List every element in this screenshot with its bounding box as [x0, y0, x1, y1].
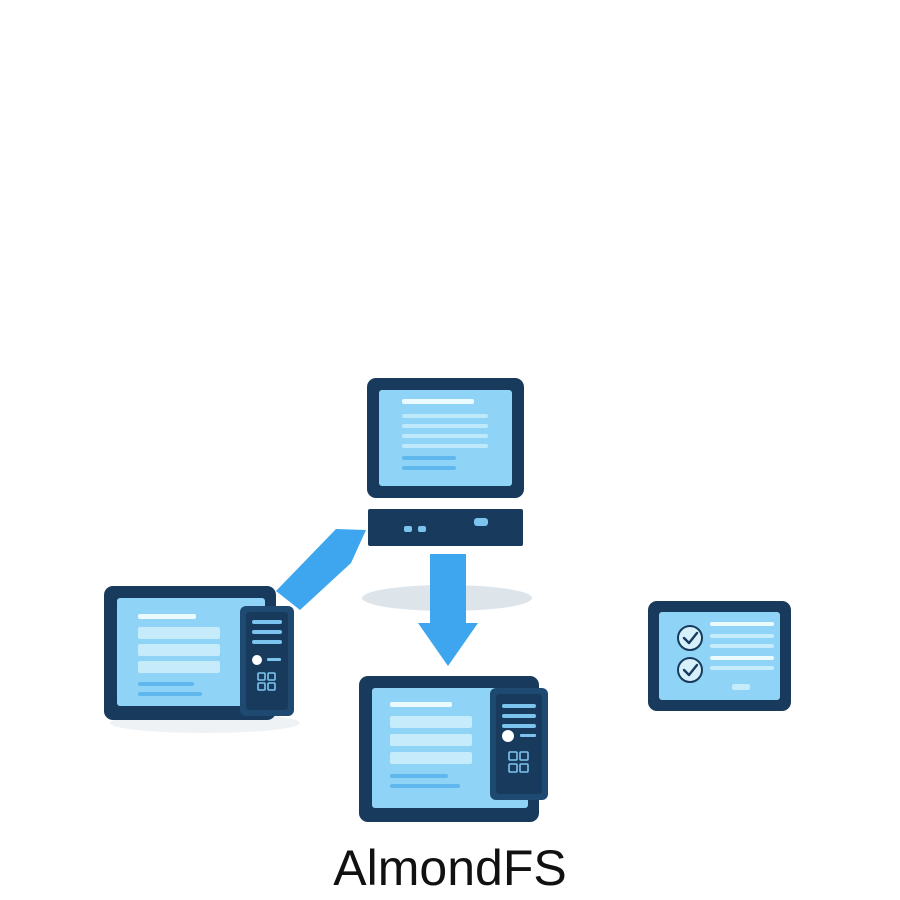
left-workstation-icon	[104, 586, 294, 720]
bottom-workstation-icon	[359, 676, 548, 822]
diagram-caption: AlmondFS	[333, 840, 567, 896]
top-monitor-icon	[367, 378, 524, 498]
server-unit-icon	[368, 509, 523, 546]
checklist-tablet-icon	[648, 601, 791, 711]
down-arrow-icon	[418, 554, 478, 666]
diagonal-link-arrow-icon	[276, 529, 366, 610]
